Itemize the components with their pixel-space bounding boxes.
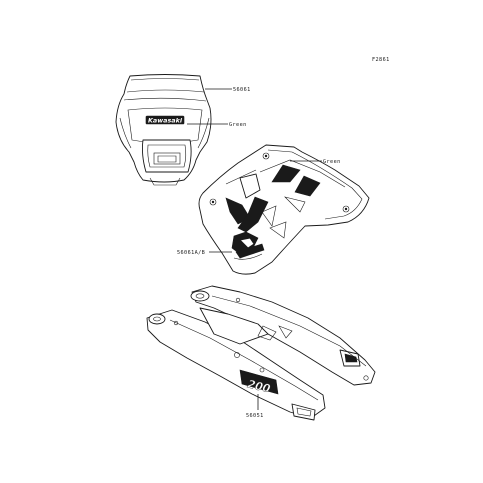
decal-200: 200	[246, 377, 272, 395]
headlight-cover: Kawasaki	[115, 74, 212, 186]
label-56061ab: 56061A/B	[177, 250, 205, 256]
swingarm: 200	[146, 285, 376, 421]
kawasaki-logo: Kawasaki	[148, 116, 183, 124]
figure-code: F2861	[372, 57, 390, 63]
label-56061: 56061	[233, 87, 251, 93]
label-green-headlight: Green	[229, 122, 247, 128]
side-cover	[198, 144, 370, 275]
label-56051: 56051	[246, 413, 264, 419]
label-green-sidecover: Green	[323, 159, 341, 165]
